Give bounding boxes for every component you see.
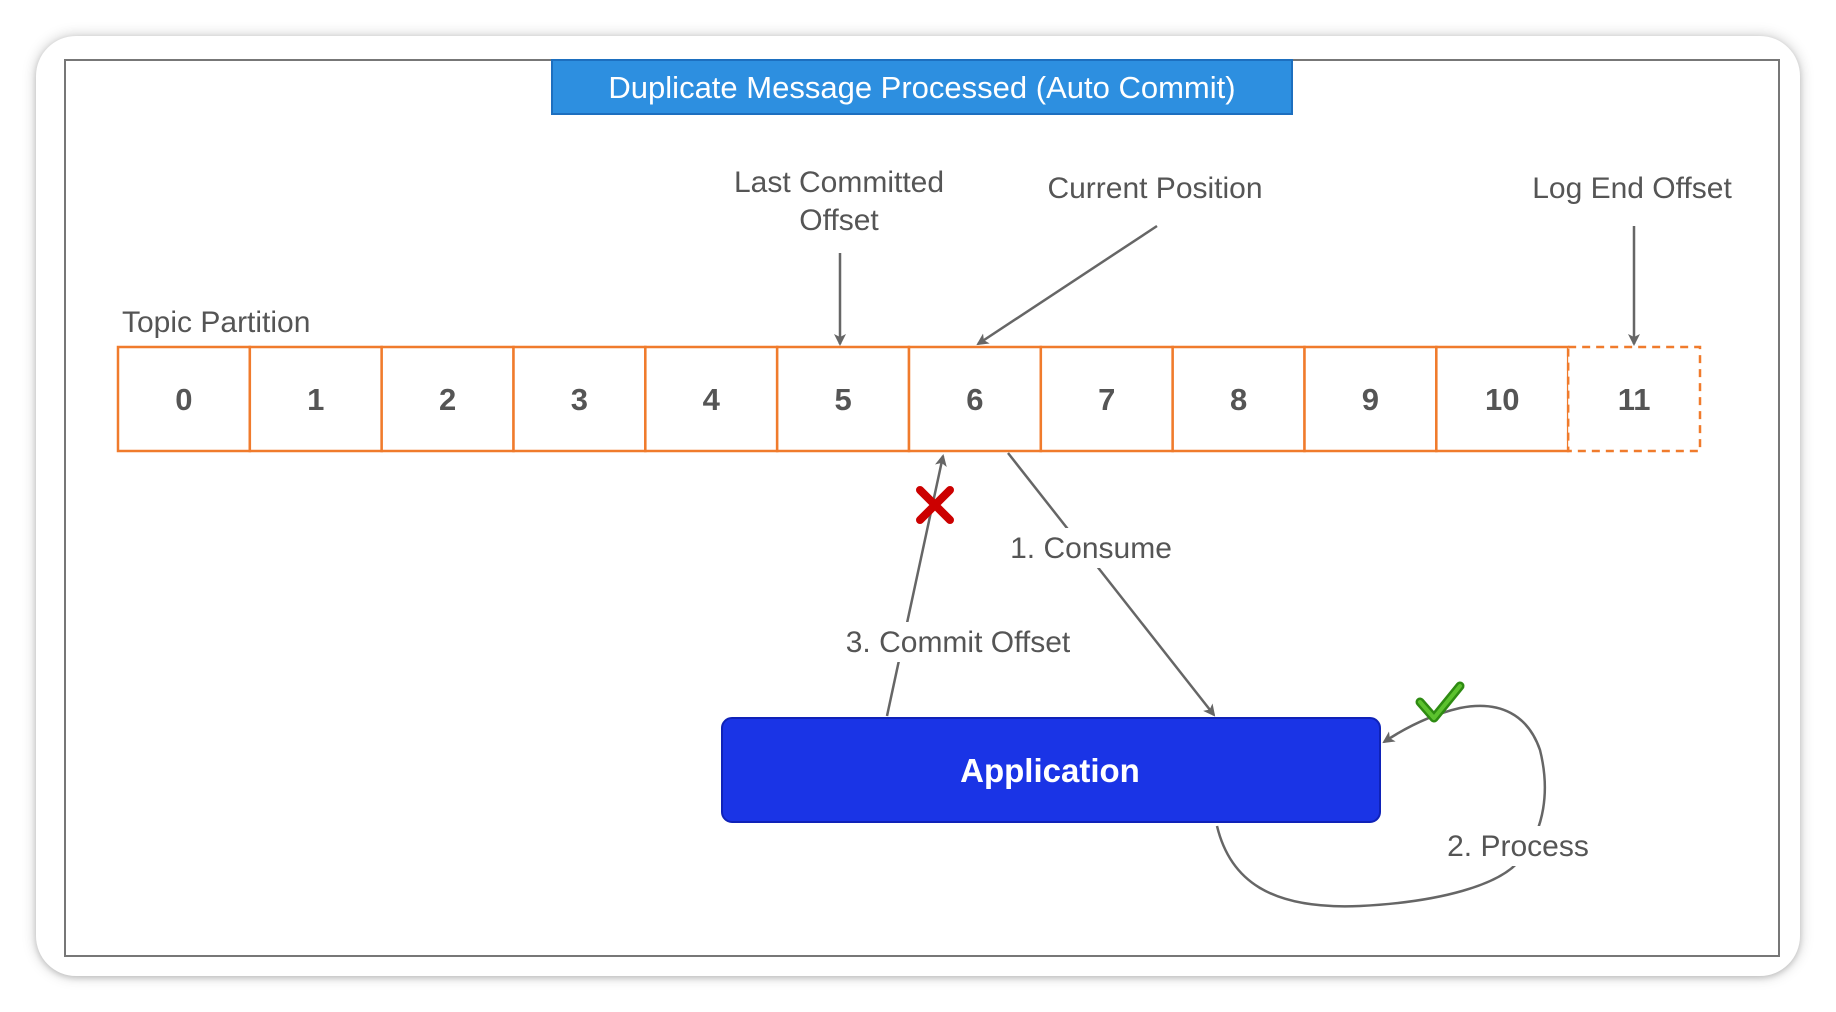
partition-cell-1: 1 (248, 345, 383, 453)
partition-cell-label: 4 (703, 382, 721, 417)
application-box (721, 717, 1381, 823)
partition-cell-label: 0 (175, 382, 192, 417)
application-label: Application (960, 752, 1140, 789)
partition-cell-2: 2 (380, 345, 515, 453)
diagram-title: Duplicate Message Processed (Auto Commit… (551, 59, 1293, 115)
partition-cell-box (1039, 345, 1174, 453)
partition-cell-label: 2 (439, 382, 456, 417)
partition-cell-box (248, 345, 383, 453)
partition-cell-box (1171, 345, 1306, 453)
partition-cell-box (380, 345, 515, 453)
topic-partition: 0 1 2 3 4 5 6 7 8 9 10 11 (116, 345, 1702, 453)
partition-cell-box (1303, 345, 1438, 453)
partition-cell-box (116, 345, 252, 453)
consume-label: 1. Consume (1010, 532, 1172, 565)
partition-cell-8: 8 (1171, 345, 1306, 453)
partition-cell-label: 9 (1362, 382, 1379, 417)
last-committed-label-line2: Offset (799, 204, 879, 237)
commit-label-bg (846, 622, 1070, 662)
application-node: Application (721, 717, 1381, 823)
partition-cell-10: 10 (1435, 345, 1570, 453)
partition-cell-box (775, 345, 911, 453)
current-position-label: Current Position (1047, 172, 1262, 205)
process-label: 2. Process (1447, 830, 1589, 863)
partition-cell-3: 3 (512, 345, 647, 453)
partition-cell-label: 3 (571, 382, 588, 417)
partition-cell-label: 5 (834, 382, 851, 417)
topic-partition-label: Topic Partition (122, 306, 310, 339)
partition-cell-11: 11 (1566, 345, 1702, 453)
green-check-icon (1415, 681, 1465, 723)
partition-cell-box (512, 345, 647, 453)
commit-label: 3. Commit Offset (846, 626, 1071, 659)
partition-cell-5: 5 (775, 345, 911, 453)
current-position-arrow (976, 224, 1158, 346)
log-end-offset-label: Log End Offset (1532, 172, 1732, 205)
partition-cell-4: 4 (644, 345, 779, 453)
last-committed-label-line1: Last Committed (734, 166, 944, 199)
process-label-bg (1440, 826, 1600, 866)
red-x-icon (916, 486, 954, 524)
partition-cell-label: 6 (966, 382, 983, 417)
partition-cell-9: 9 (1303, 345, 1438, 453)
partition-cell-label: 1 (307, 382, 324, 417)
partition-cell-box (1435, 345, 1570, 453)
partition-cell-label: 10 (1485, 382, 1519, 417)
partition-cell-box (907, 345, 1043, 453)
title-text: Duplicate Message Processed (Auto Commit… (608, 70, 1235, 105)
partition-cell-box (1566, 345, 1702, 453)
partition-cell-label: 7 (1098, 382, 1115, 417)
partition-cell-6: 6 (907, 345, 1043, 453)
partition-cell-label: 8 (1230, 382, 1247, 417)
consume-label-bg (1010, 528, 1172, 568)
partition-cell-7: 7 (1039, 345, 1174, 453)
partition-cell-0: 0 (116, 345, 252, 453)
consume-arrow (1007, 452, 1216, 717)
title-box (551, 59, 1293, 115)
partition-cell-label: 11 (1618, 382, 1651, 417)
